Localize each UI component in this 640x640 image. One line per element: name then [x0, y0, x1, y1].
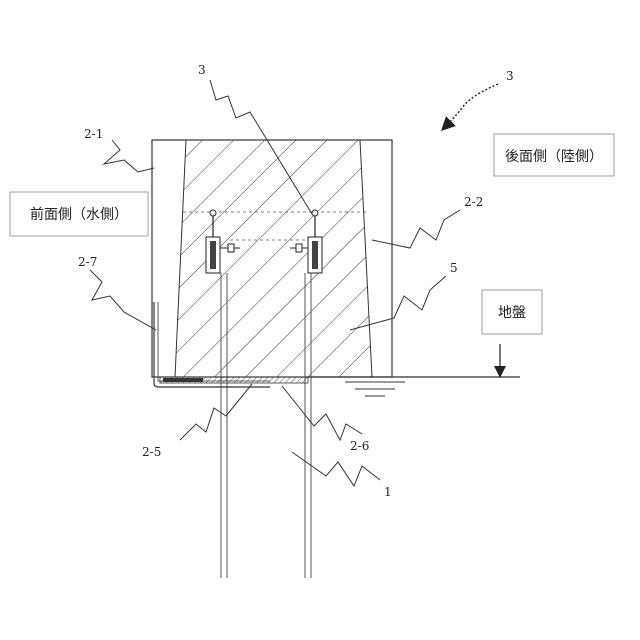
label-1: 1: [384, 485, 392, 499]
concrete-core: [175, 140, 372, 377]
label-2-5: 2-5: [142, 445, 161, 459]
curved-arrow-3: [446, 84, 498, 126]
label-2-7: 2-7: [78, 255, 97, 269]
leader-2-1: [104, 140, 154, 172]
label-2-1: 2-1: [84, 127, 103, 141]
leader-2-6: [282, 386, 362, 440]
front-side-box: 前面側（水側）: [10, 192, 148, 236]
label-2-6: 2-6: [350, 439, 369, 453]
water-level-symbol: [345, 382, 405, 396]
ground-label: 地盤: [498, 305, 526, 321]
ground-box: 地盤: [482, 290, 542, 334]
leader-2-5: [180, 384, 252, 440]
label-3-top: 3: [198, 63, 206, 77]
leader-2-2: [372, 210, 460, 248]
label-5: 5: [450, 261, 458, 275]
rear-side-box: 後面側（陸側）: [494, 134, 614, 176]
leader-2-7: [90, 270, 156, 330]
rear-side-label: 後面側（陸側）: [505, 149, 603, 165]
front-side-label: 前面側（水側）: [30, 206, 128, 223]
label-2-2: 2-2: [464, 195, 483, 209]
label-3-right: 3: [506, 69, 514, 83]
